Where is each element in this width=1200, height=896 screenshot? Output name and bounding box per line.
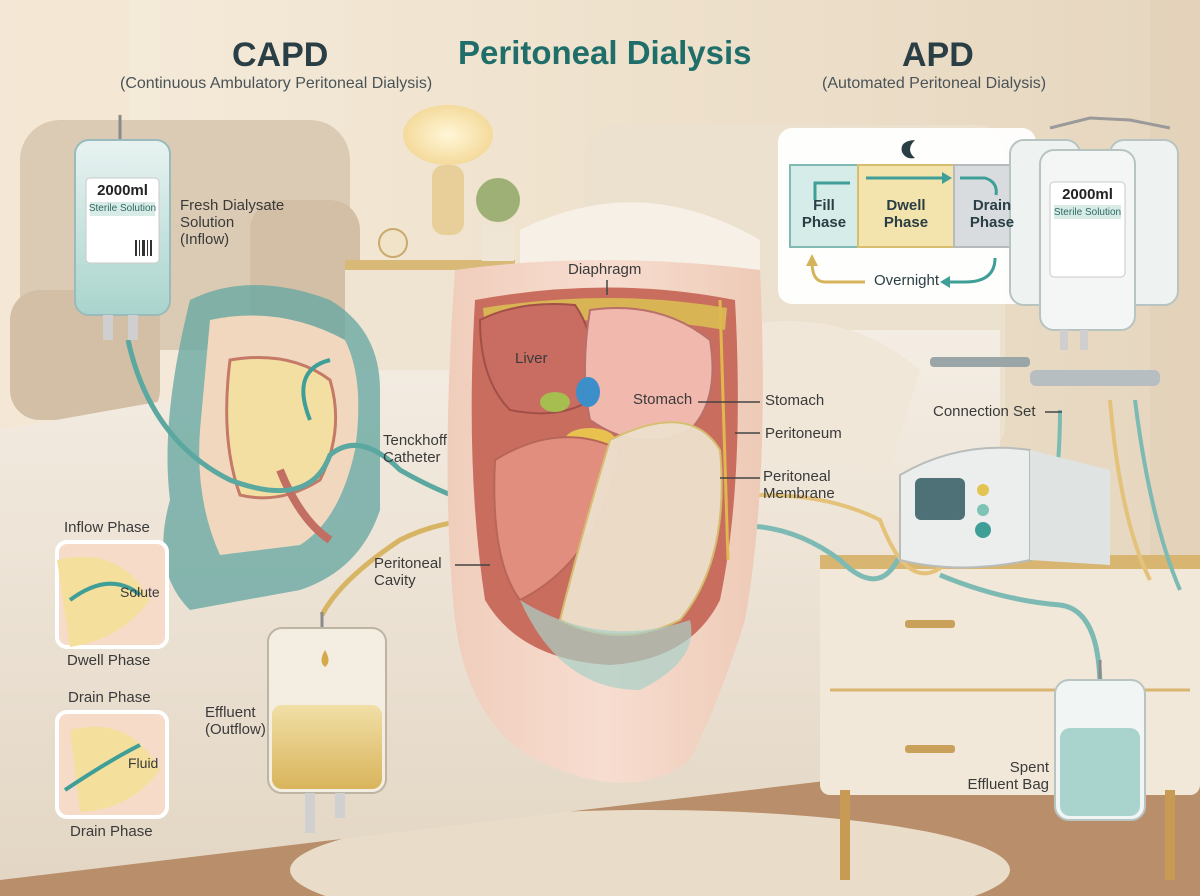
- drop-icon: [321, 650, 329, 667]
- overnight-label: Overnight: [874, 272, 940, 289]
- membrane-label-line-1: Peritoneal: [763, 468, 831, 485]
- drain-phase-line-1: Drain: [972, 197, 1012, 214]
- fresh-label-line-3: (Inflow): [180, 230, 230, 248]
- cycler-machine: [899, 446, 1110, 569]
- stomach-inner-label: Stomach: [633, 391, 693, 408]
- peritoneum-label: Peritoneum: [765, 425, 842, 442]
- capd-subtitle: (Continuous Ambulatory Peritoneal Dialys…: [120, 75, 433, 92]
- drain-inset: [55, 710, 169, 819]
- spent-label-line-2: Effluent Bag: [967, 775, 1049, 793]
- solute-label: Solute: [120, 584, 160, 600]
- moon-stars-icon: [901, 140, 915, 159]
- catheter-label-line-1: Tenckhoff: [383, 432, 447, 449]
- dwell-phase-line-2: Phase: [883, 213, 929, 231]
- fill-phase-line-1: Fill: [813, 197, 835, 214]
- spent-effluent-label: Spent Effluent Bag: [955, 759, 1049, 794]
- pillow-right: [720, 321, 920, 470]
- drain-phase-bottom-label: Drain Phase: [70, 823, 153, 840]
- apd-cycle-card: [778, 128, 1036, 304]
- liver-label: Liver: [515, 350, 548, 367]
- drain-phase-line-2: Phase: [969, 213, 1015, 231]
- catheter-label: Tenckhoff Catheter: [383, 432, 447, 467]
- flow-arrow-icon: [813, 181, 850, 200]
- diaphragm-label: Diaphragm: [568, 261, 642, 278]
- catheter-label-line-2: Catheter: [383, 448, 441, 466]
- inflow-dwell-inset: [55, 540, 169, 649]
- peritoneal-cavity-label: Peritoneal Cavity: [374, 555, 442, 590]
- dwell-phase-line-1: Dwell: [886, 197, 926, 214]
- fluid-label: Fluid: [128, 755, 159, 771]
- capd-dialysate-bag: [74, 115, 171, 340]
- dwell-phase-card-label: Dwell Phase: [858, 197, 954, 232]
- dwell-phase-label: Dwell Phase: [67, 652, 151, 669]
- drain-phase-card-label: Drain Phase: [954, 197, 1030, 232]
- fill-phase-label: Fill Phase: [790, 197, 858, 232]
- apd-heading: APD: [902, 36, 974, 74]
- stomach-label: Stomach: [765, 392, 825, 409]
- capd-bag-label: Sterile Solution: [88, 203, 157, 214]
- fresh-dialysate-label: Fresh Dialysate Solution (Inflow): [180, 197, 285, 248]
- effluent-bag: [267, 612, 387, 833]
- membrane-label-line-2: Membrane: [763, 484, 835, 502]
- apd-bag-volume: 2000ml: [1062, 186, 1113, 203]
- apd-subtitle: (Automated Peritoneal Dialysis): [822, 75, 1047, 92]
- apd-bag-label: Sterile Solution: [1053, 207, 1122, 218]
- effluent-label-line-2: (Outflow): [205, 720, 266, 738]
- cavity-label-line-1: Peritoneal: [374, 555, 442, 572]
- spent-label-line-1: Spent: [1009, 759, 1049, 776]
- connection-set-label: Connection Set: [933, 403, 1036, 420]
- cavity-label-line-2: Cavity: [374, 571, 416, 589]
- capd-bag-volume: 2000ml: [97, 182, 148, 199]
- fresh-label-line-2: Solution: [180, 213, 235, 231]
- barcode-icon: [135, 240, 152, 256]
- apd-dialysate-bags: [930, 116, 1179, 386]
- drain-phase-top-label: Drain Phase: [68, 689, 151, 706]
- fill-phase-line-2: Phase: [801, 213, 847, 231]
- leader-lines: [455, 280, 1062, 566]
- capd-patient-figure: [163, 285, 380, 610]
- fresh-label-line-1: Fresh Dialysate: [180, 197, 285, 214]
- spent-effluent-bag: [1054, 660, 1146, 821]
- peritoneal-membrane-label: Peritoneal Membrane: [763, 468, 835, 503]
- effluent-label-line-1: Effluent: [205, 704, 256, 721]
- effluent-label: Effluent (Outflow): [205, 704, 266, 739]
- page-title: Peritoneal Dialysis: [458, 34, 752, 71]
- capd-heading: CAPD: [232, 36, 329, 74]
- inflow-phase-label: Inflow Phase: [64, 519, 150, 536]
- torso-anatomy: [447, 260, 763, 783]
